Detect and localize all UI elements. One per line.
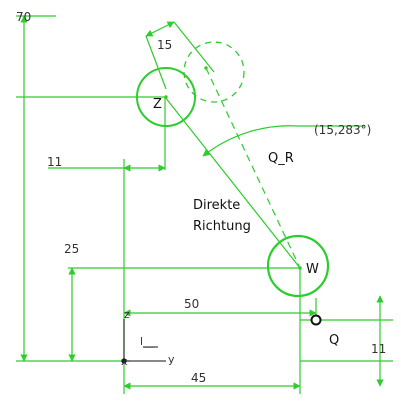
axis-z-label: z (124, 308, 130, 321)
point-z-center-dot (164, 95, 168, 99)
x-w-distance-label: 50 (184, 297, 199, 311)
direction-label-line2: Richtung (193, 219, 251, 234)
reference-lines (16, 15, 393, 394)
point-z-shifted-circle (183, 41, 245, 103)
axis-y-label: y (168, 353, 175, 366)
angle-lines (145, 21, 365, 269)
vector-qr-label: Q_R (268, 151, 294, 166)
x-z-offset-label: 11 (47, 155, 62, 169)
angle-arc (202, 125, 299, 157)
coordinate-axes (123, 319, 166, 362)
shifted-center-dot (204, 66, 208, 70)
x-q-distance-label: 45 (191, 371, 206, 385)
point-z-label: Z (153, 97, 162, 112)
point-z-circle (136, 67, 196, 127)
height-w-label: 25 (64, 242, 79, 256)
direct-direction-line (164, 96, 301, 269)
angle-offset-dimension (145, 21, 175, 37)
q-offset-label: 11 (371, 342, 386, 356)
angle-value-label: (15,283°) (314, 123, 371, 137)
length-symbol-label: l__ (140, 335, 155, 348)
angle-offset-label: 15 (157, 38, 172, 52)
point-w-center-dot (298, 266, 302, 270)
direction-label-line1: Direkte (193, 198, 240, 213)
shifted-angle-ref-line (173, 21, 215, 73)
axis-x-label: x (121, 355, 128, 368)
height-total-label: 70 (16, 10, 31, 24)
z-angle-ref-line (145, 35, 167, 90)
point-w-label: W (306, 262, 319, 277)
point-q-label: Q (329, 333, 339, 348)
point-q-marker (310, 314, 322, 326)
point-w-circle (266, 234, 330, 298)
shifted-direction-line (205, 67, 301, 269)
